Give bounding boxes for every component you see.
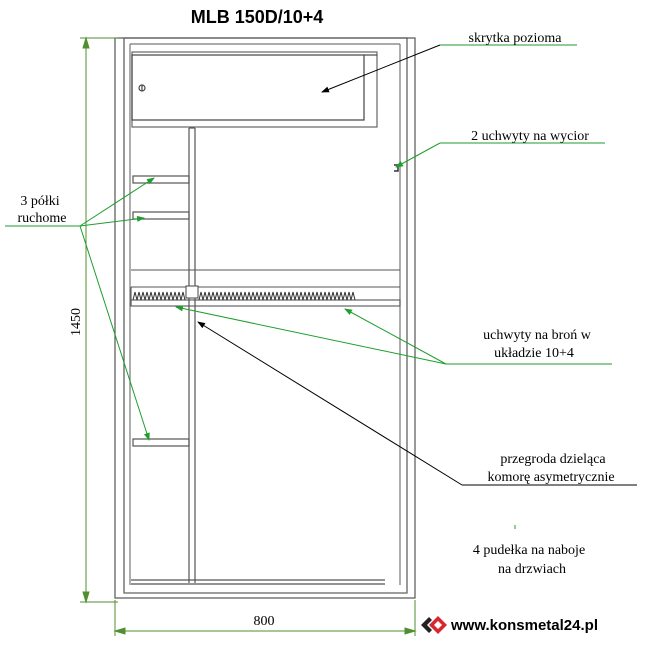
cabinet-floor (131, 579, 385, 585)
label-divider-line1: przegroda dzieląca (500, 452, 606, 467)
gun-holder-left (132, 291, 186, 301)
brand-url: www.konsmetal24.pl (450, 617, 598, 634)
label-ammo-boxes-line1: 4 pudełka na naboje (473, 543, 585, 558)
shelf-2 (132, 211, 190, 220)
divider-partition (188, 127, 196, 583)
leader-divider (197, 321, 637, 486)
label-divider-line2: komorę asymetrycznie (487, 470, 614, 485)
height-dimension-label: 1450 (69, 308, 84, 336)
gun-holder-rack (130, 269, 401, 307)
label-rod-hooks: 2 uchwyty na wycior (471, 129, 589, 144)
height-dimension (80, 36, 118, 604)
gun-holder-right (198, 291, 356, 301)
diagram-title: MLB 150D/10+4 (191, 7, 324, 27)
leader-gun-holders (175, 305, 612, 365)
label-horizontal-locker: skrytka pozioma (469, 31, 563, 46)
cabinet-outer (114, 37, 416, 599)
label-shelves-line2: ruchome (18, 211, 67, 226)
label-ammo-boxes-line2: na drzwiach (498, 562, 566, 577)
leader-rod-hooks (395, 142, 605, 168)
horizontal-locker (131, 51, 378, 128)
cabinet-inner (123, 37, 408, 594)
label-gun-holders-line2: układzie 10+4 (494, 346, 574, 361)
shelf-1 (132, 175, 190, 184)
width-dimension (113, 600, 417, 636)
movable-shelves (132, 175, 190, 447)
label-gun-holders-line1: uchwyty na broń w (483, 328, 592, 343)
shelf-3 (132, 438, 190, 447)
brand-logo-icon (421, 616, 447, 634)
safe-cabinet (114, 37, 416, 599)
label-shelves-line1: 3 półki (20, 194, 59, 209)
leader-horizontal-locker (321, 44, 577, 93)
leader-shelves (5, 177, 155, 441)
width-dimension-label: 800 (254, 614, 275, 629)
